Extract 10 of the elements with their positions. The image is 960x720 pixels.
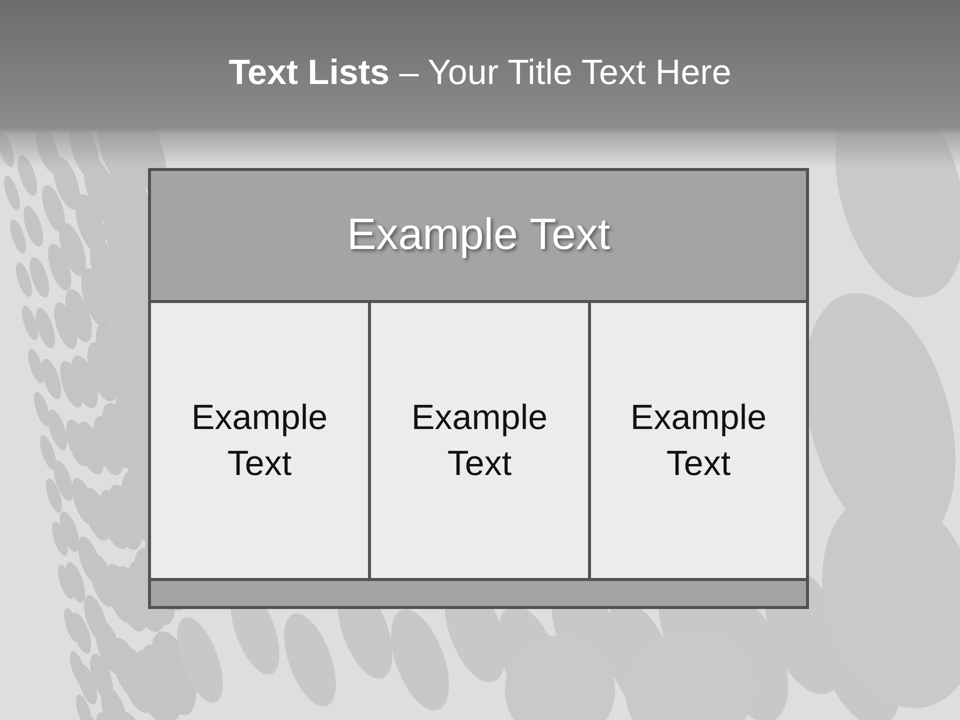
heading-box bbox=[148, 168, 809, 303]
footer-bar bbox=[148, 578, 809, 609]
heading-text: Example Text bbox=[346, 209, 610, 262]
text-box bbox=[368, 300, 591, 581]
box-text: Example Text bbox=[629, 397, 768, 484]
box-text: Example Text bbox=[410, 397, 549, 484]
text-box bbox=[148, 300, 371, 581]
title: Text Lists – Your Title Text Here bbox=[228, 53, 732, 93]
box-text: Example Text bbox=[190, 397, 329, 484]
text-box bbox=[588, 300, 809, 581]
